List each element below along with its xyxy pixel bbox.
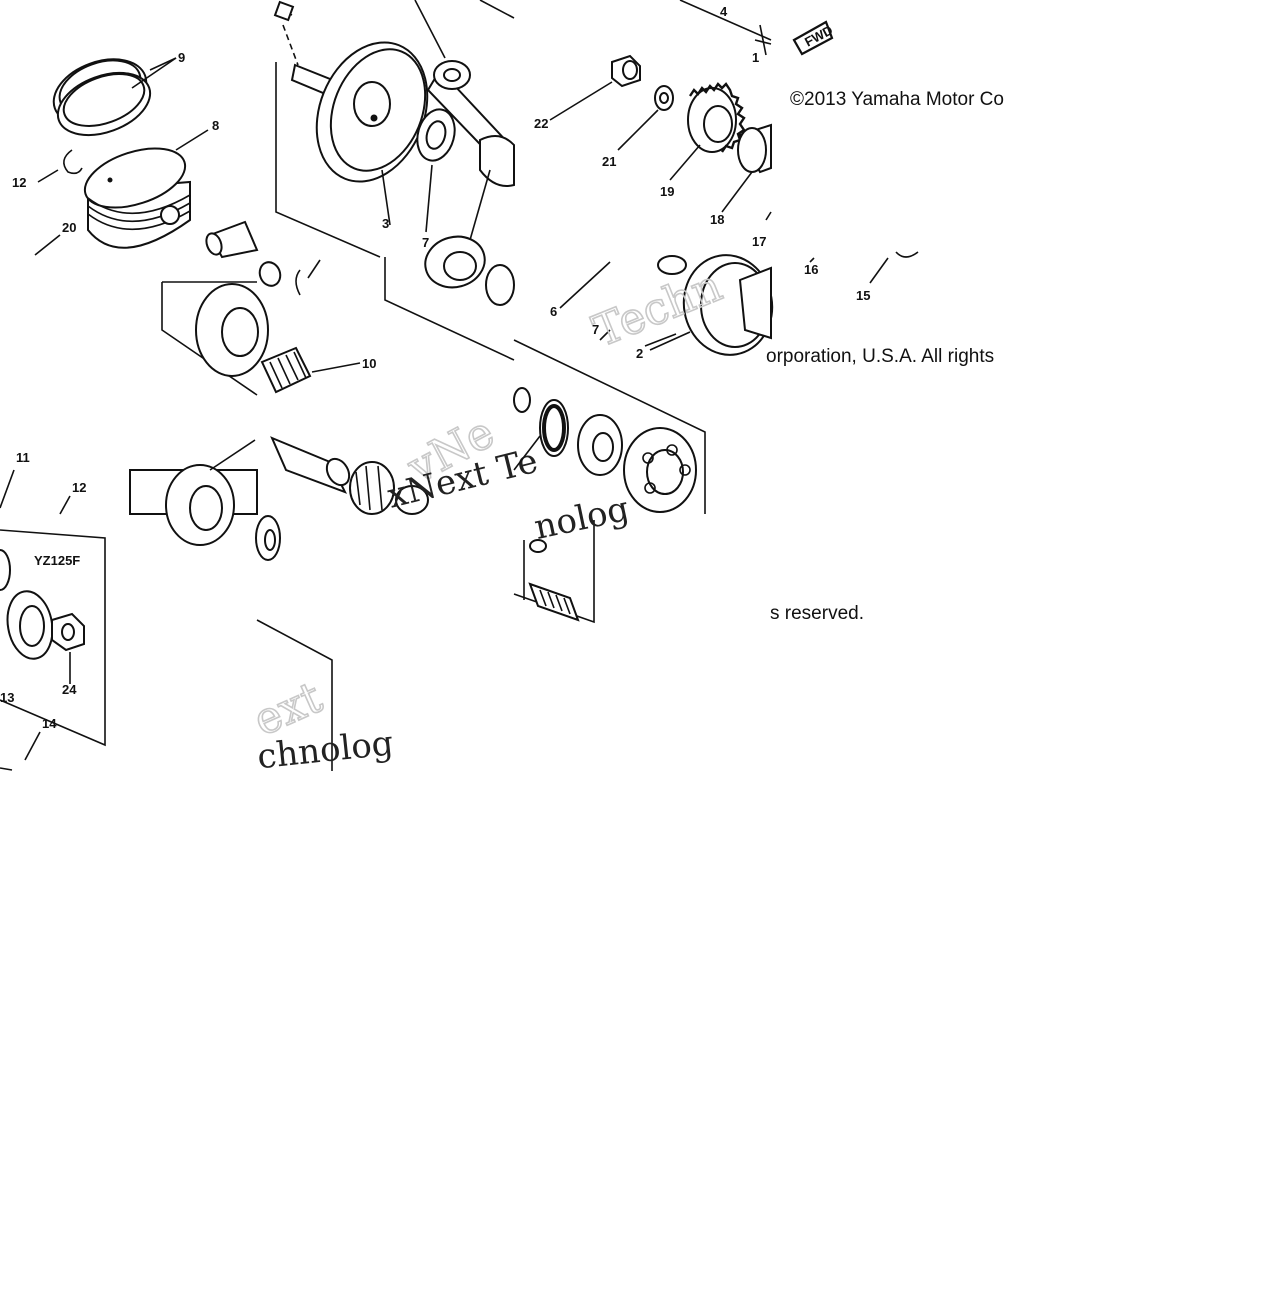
crank-pin xyxy=(270,436,351,494)
callout-18: 18 xyxy=(710,212,724,227)
direction-arrow: FWD xyxy=(792,20,835,56)
small-end-needle-bearing xyxy=(260,346,312,394)
main-bearings xyxy=(513,387,697,513)
callout-1: 1 xyxy=(752,50,759,65)
piston-rings xyxy=(52,58,152,137)
yz125f-inset xyxy=(0,529,106,771)
callout-13: 13 xyxy=(0,690,14,705)
lower-crank-section: ext chnolog xyxy=(245,515,395,777)
callout-labels: 9 8 12 20 10 11 12 13 14 24 3 7 4 1 22 2… xyxy=(0,4,870,731)
callout-4: 4 xyxy=(720,4,728,19)
callout-6: 6 xyxy=(550,304,557,319)
primary-drive-gear xyxy=(687,82,746,153)
piston-group xyxy=(34,57,259,259)
crank-drive-gear-group xyxy=(549,0,772,221)
right-crank-bearings xyxy=(424,235,515,306)
callout-3: 3 xyxy=(382,216,389,231)
callout-21: 21 xyxy=(602,154,616,169)
callout-12: 12 xyxy=(12,175,26,190)
callout-19: 19 xyxy=(660,184,674,199)
callout-12: 12 xyxy=(72,480,86,495)
copyright-line: s reserved. xyxy=(770,603,864,624)
big-end-needle-bearing xyxy=(349,461,395,515)
crank-bearing-small xyxy=(395,485,429,515)
crank-washer xyxy=(416,108,456,162)
piston xyxy=(83,147,191,249)
crank-spacer xyxy=(737,123,772,174)
callout-8: 8 xyxy=(212,118,219,133)
callout-20: 20 xyxy=(62,220,76,235)
crankcase-stud: nolog xyxy=(513,489,633,624)
circlip xyxy=(295,269,301,296)
callout-2: 2 xyxy=(636,346,643,361)
callout-24: 24 xyxy=(62,682,77,697)
callout-15: 15 xyxy=(856,288,870,303)
callout-7: 7 xyxy=(592,322,599,337)
piston-pin-clip xyxy=(63,149,83,175)
crank-left-half xyxy=(273,0,429,258)
crank-washer-small xyxy=(654,85,674,111)
copyright-line: orporation, U.S.A. All rights xyxy=(766,346,994,367)
inset-nut xyxy=(51,612,85,652)
callout-11: 11 xyxy=(16,450,30,465)
callout-14: 14 xyxy=(42,716,57,731)
left-crank-bearings xyxy=(0,281,269,546)
callout-10: 10 xyxy=(362,356,376,371)
callout-7: 7 xyxy=(422,235,429,250)
pin-end xyxy=(258,261,282,287)
callout-16: 16 xyxy=(804,262,818,277)
callout-9: 9 xyxy=(178,50,185,65)
crank-nut xyxy=(611,54,641,88)
callout-17: 17 xyxy=(752,234,766,249)
callout-22: 22 xyxy=(534,116,548,131)
model-label: YZ125F xyxy=(34,553,80,568)
watermark-fragment: nolog xyxy=(531,489,633,548)
piston-pin xyxy=(205,220,259,259)
copyright-line: ©2013 Yamaha Motor Co xyxy=(790,89,1004,110)
